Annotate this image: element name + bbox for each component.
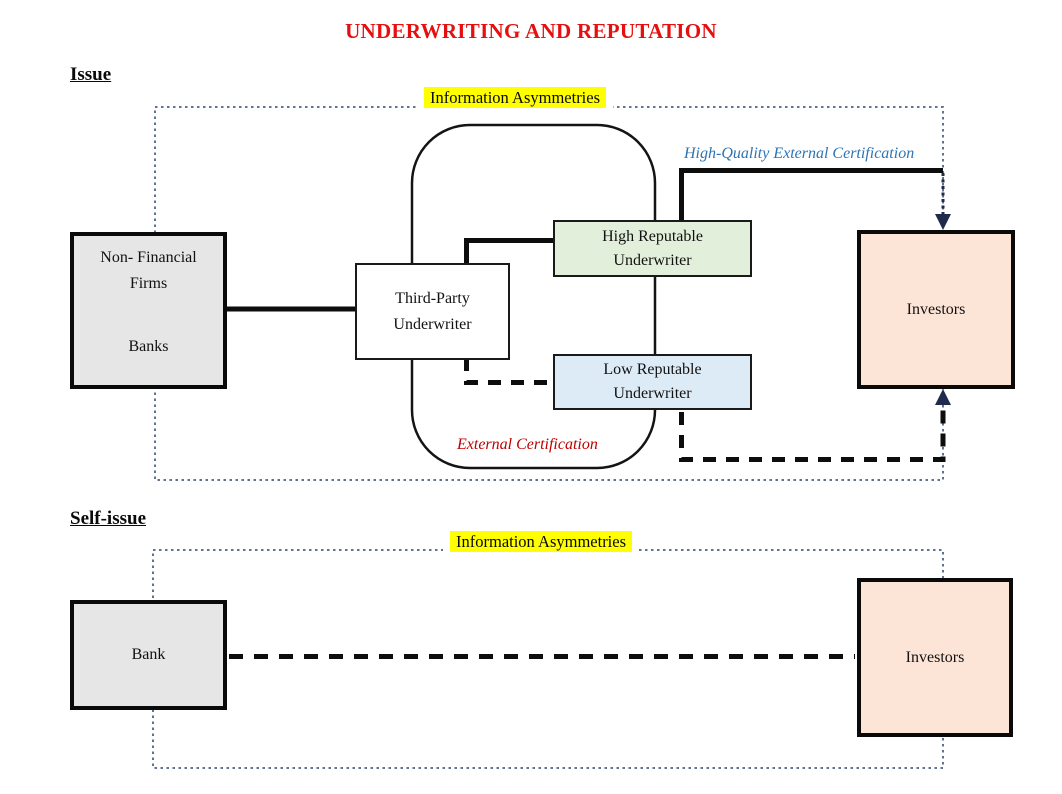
page-title: UNDERWRITING AND REPUTATION <box>345 19 717 43</box>
node-label: Non- Financial Firms <box>100 249 197 292</box>
information-asymmetries-label-self-issue: Information Asymmetries <box>443 531 640 552</box>
highlighted-text: Information Asymmetries <box>424 87 607 108</box>
node-third-party-underwriter: Third-Party Underwriter <box>355 263 510 360</box>
node-investors-issue: Investors <box>857 230 1015 389</box>
node-investors-self-issue: Investors <box>857 578 1013 737</box>
highlighted-text: Information Asymmetries <box>450 531 633 552</box>
self-issue-section-heading: Self-issue <box>70 508 146 529</box>
connector-low-reputable-to-investors <box>679 400 946 462</box>
issue-section-heading: Issue <box>70 64 112 85</box>
node-label: Bank <box>131 646 166 663</box>
information-asymmetries-label-issue: Information Asymmetries <box>417 87 614 108</box>
node-high-reputable-underwriter: High Reputable Underwriter <box>553 220 752 277</box>
node-label: High Reputable Underwriter <box>602 227 703 269</box>
node-low-reputable-underwriter: Low Reputable Underwriter <box>553 354 752 410</box>
arrow-up-icon <box>935 389 951 405</box>
connector-high-reputable-to-investors <box>679 168 943 222</box>
arrow-down-icon <box>935 214 951 230</box>
connector-underwriter-to-high-reputable <box>464 238 553 265</box>
node-label: Third-Party Underwriter <box>393 289 472 333</box>
node-non-financial-firms: Non- Financial Firms Banks <box>70 232 227 389</box>
node-label: Investors <box>905 648 965 666</box>
node-label: Low Reputable Underwriter <box>603 361 702 402</box>
high-quality-certification-annotation: High-Quality External Certification <box>684 145 915 162</box>
node-bank: Bank <box>70 600 227 710</box>
external-certification-annotation: External Certification <box>457 436 598 453</box>
connector-underwriter-to-low-reputable <box>464 358 551 385</box>
node-label-banks: Banks <box>128 337 169 355</box>
node-label: Investors <box>906 300 966 318</box>
information-boundary-self-issue <box>152 549 944 769</box>
